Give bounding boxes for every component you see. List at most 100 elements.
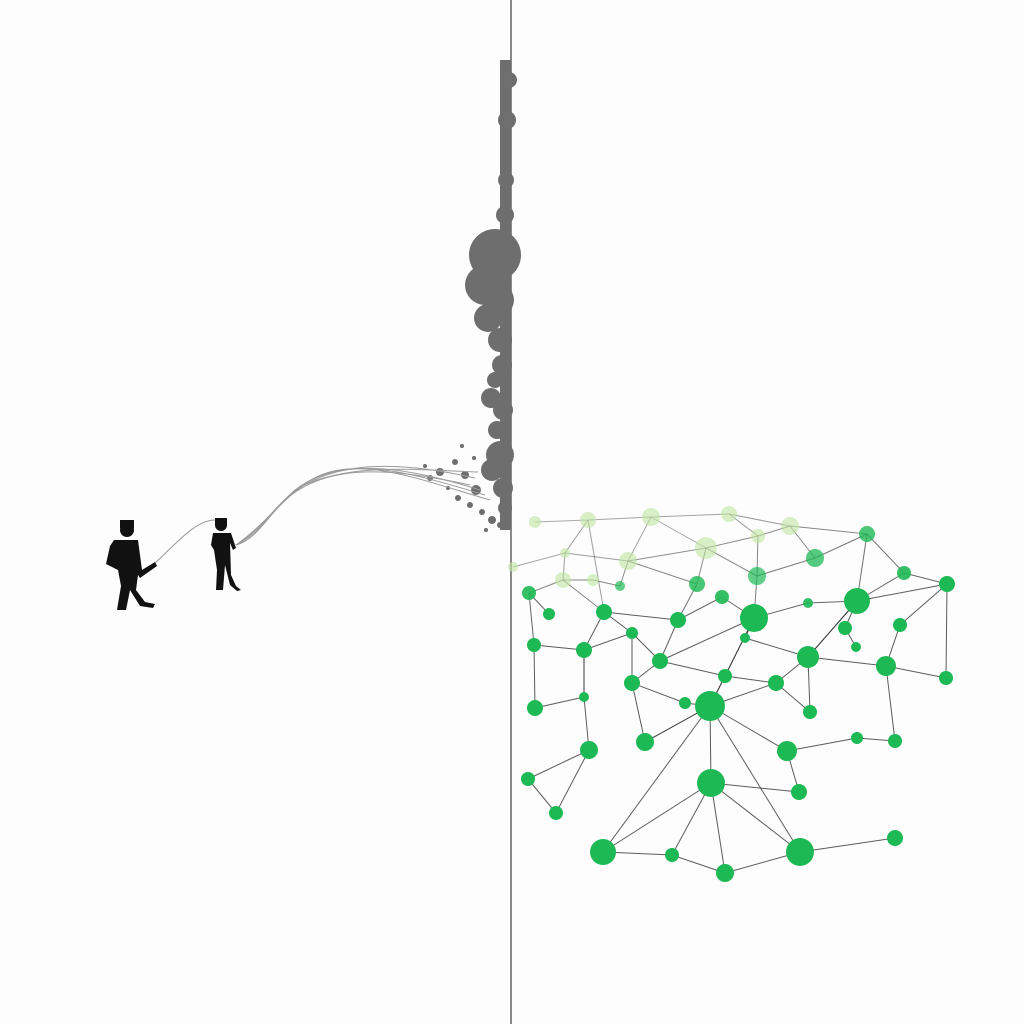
network-node: [740, 604, 768, 632]
network-edge: [710, 782, 801, 853]
network-node: [642, 508, 660, 526]
network-node: [939, 671, 953, 685]
person-silhouette-left: [106, 520, 157, 610]
network-node: [689, 576, 705, 592]
network-edge: [659, 660, 726, 677]
network-node: [527, 700, 543, 716]
network-edge: [807, 656, 887, 667]
network-node: [939, 576, 955, 592]
network-edge: [710, 782, 726, 874]
network-node: [590, 839, 616, 865]
network-node: [596, 604, 612, 620]
network-edge: [631, 682, 646, 743]
network-edge: [728, 513, 791, 527]
network-edge: [602, 705, 711, 853]
network-edge: [603, 611, 679, 621]
network-node: [636, 733, 654, 751]
network-edge: [677, 596, 723, 621]
network-node: [560, 548, 570, 558]
network-edge: [756, 557, 816, 577]
network-edge: [885, 665, 896, 742]
network-node: [580, 741, 598, 759]
network-edge: [555, 749, 590, 814]
network-node: [579, 692, 589, 702]
network-node: [748, 567, 766, 585]
network-node: [695, 691, 725, 721]
network-node: [838, 621, 852, 635]
network-edge: [671, 854, 726, 874]
network-node: [777, 741, 797, 761]
network-node: [619, 552, 637, 570]
network-edge: [799, 837, 896, 853]
network-node: [615, 581, 625, 591]
network-node: [797, 646, 819, 668]
network-node: [887, 830, 903, 846]
network-edge: [709, 617, 755, 707]
network-node: [786, 838, 814, 866]
network-node: [508, 562, 518, 572]
network-node: [624, 675, 640, 691]
network-node: [522, 586, 536, 600]
network-node: [587, 574, 599, 586]
network-node: [626, 627, 638, 639]
network-edge: [786, 737, 858, 752]
network-node: [803, 598, 813, 608]
network-node: [652, 653, 668, 669]
network-edge: [899, 583, 948, 626]
network-edge: [527, 778, 557, 814]
network-edge: [710, 782, 800, 793]
network-edge: [945, 583, 948, 679]
network-edge: [631, 682, 686, 704]
network-node: [897, 566, 911, 580]
network-edge: [534, 696, 585, 709]
network-edge: [564, 552, 629, 562]
network-edge: [533, 644, 585, 651]
network-node: [781, 517, 799, 535]
network-node: [670, 612, 686, 628]
network-node: [529, 516, 541, 528]
network-node: [806, 549, 824, 567]
network-node: [888, 734, 902, 748]
network-edge: [527, 749, 590, 780]
network-node: [697, 769, 725, 797]
network-node: [851, 732, 863, 744]
network-node: [876, 656, 896, 676]
network-graph: [508, 506, 955, 882]
network-node: [791, 784, 807, 800]
network-node: [803, 705, 817, 719]
person-silhouette-right: [211, 518, 241, 591]
network-node: [555, 572, 571, 588]
network-node: [851, 642, 861, 652]
network-node: [695, 537, 717, 559]
network-edge: [533, 644, 536, 709]
network-edge: [587, 519, 605, 613]
network-node: [721, 506, 737, 522]
network-edge: [602, 782, 712, 853]
network-edge: [814, 533, 868, 559]
network-node: [768, 675, 784, 691]
network-edge: [709, 705, 801, 853]
network-node: [580, 512, 596, 528]
network-node: [527, 638, 541, 652]
network-edge: [885, 665, 947, 679]
network-edge: [789, 525, 868, 535]
wire-stream: [154, 465, 491, 564]
network-edge: [587, 516, 652, 521]
network-edge: [650, 513, 730, 518]
network-node: [543, 608, 555, 620]
network-node: [576, 642, 592, 658]
network-edge: [724, 675, 777, 684]
network-node: [521, 772, 535, 786]
network-node: [715, 590, 729, 604]
network-node: [679, 697, 691, 709]
network-edge: [528, 592, 535, 646]
smoke-plume: [465, 60, 521, 530]
network-edges: [512, 513, 948, 874]
network-node: [751, 529, 765, 543]
network-edge: [562, 579, 605, 613]
network-edge: [627, 560, 698, 585]
network-node: [718, 669, 732, 683]
network-edge: [627, 547, 707, 562]
